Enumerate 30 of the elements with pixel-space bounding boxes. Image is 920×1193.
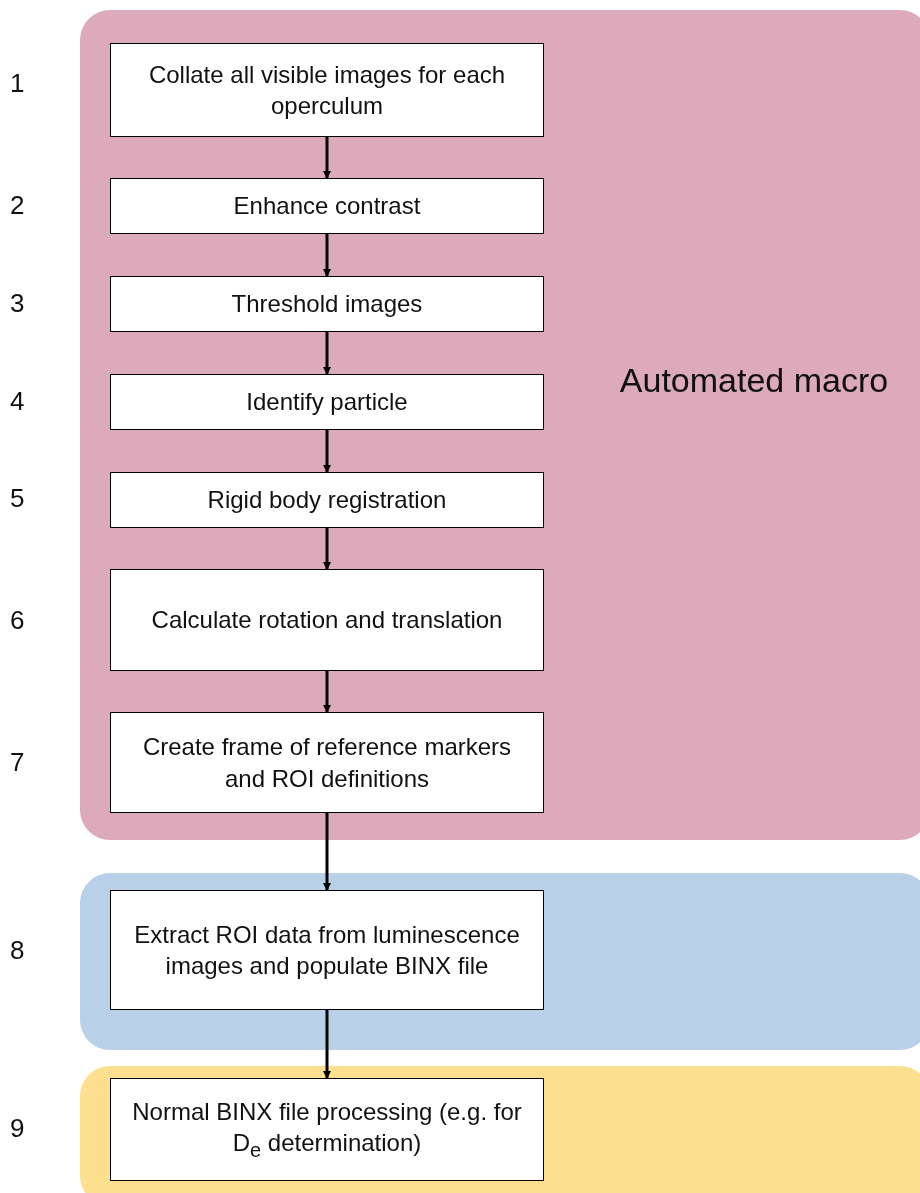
process-box: Extract ROI data from luminescence images and populate BINX file [110, 890, 544, 1010]
step-number: 6 [10, 605, 25, 636]
arrow [323, 332, 331, 375]
step-number: 7 [10, 747, 25, 778]
group-band [80, 873, 920, 1050]
step-number: 8 [10, 935, 25, 966]
process-box: Normal BINX file processing (e.g. for D$_{e}$ determination) [110, 1078, 544, 1181]
arrow [323, 234, 331, 277]
arrow [323, 430, 331, 473]
step-number: 3 [10, 288, 25, 319]
step-number: 9 [10, 1113, 25, 1144]
process-box: Create frame of reference markers and ROI definitions [110, 712, 544, 813]
group-band [80, 10, 920, 840]
arrow [323, 137, 331, 179]
step-number: 2 [10, 190, 25, 221]
process-box: Calculate rotation and translation [110, 569, 544, 671]
arrow [323, 813, 331, 891]
group-band [80, 1066, 920, 1193]
process-box: Enhance contrast [110, 178, 544, 234]
arrow [323, 671, 331, 713]
step-number: 5 [10, 483, 25, 514]
arrow [323, 1010, 331, 1079]
step-number: 4 [10, 386, 25, 417]
process-box: Rigid body registration [110, 472, 544, 528]
process-box: Threshold images [110, 276, 544, 332]
arrow [323, 528, 331, 570]
group-label: Automated macro [618, 360, 890, 401]
process-box: Identify particle [110, 374, 544, 430]
process-box: Collate all visible images for each operculum [110, 43, 544, 137]
step-number: 1 [10, 68, 25, 99]
